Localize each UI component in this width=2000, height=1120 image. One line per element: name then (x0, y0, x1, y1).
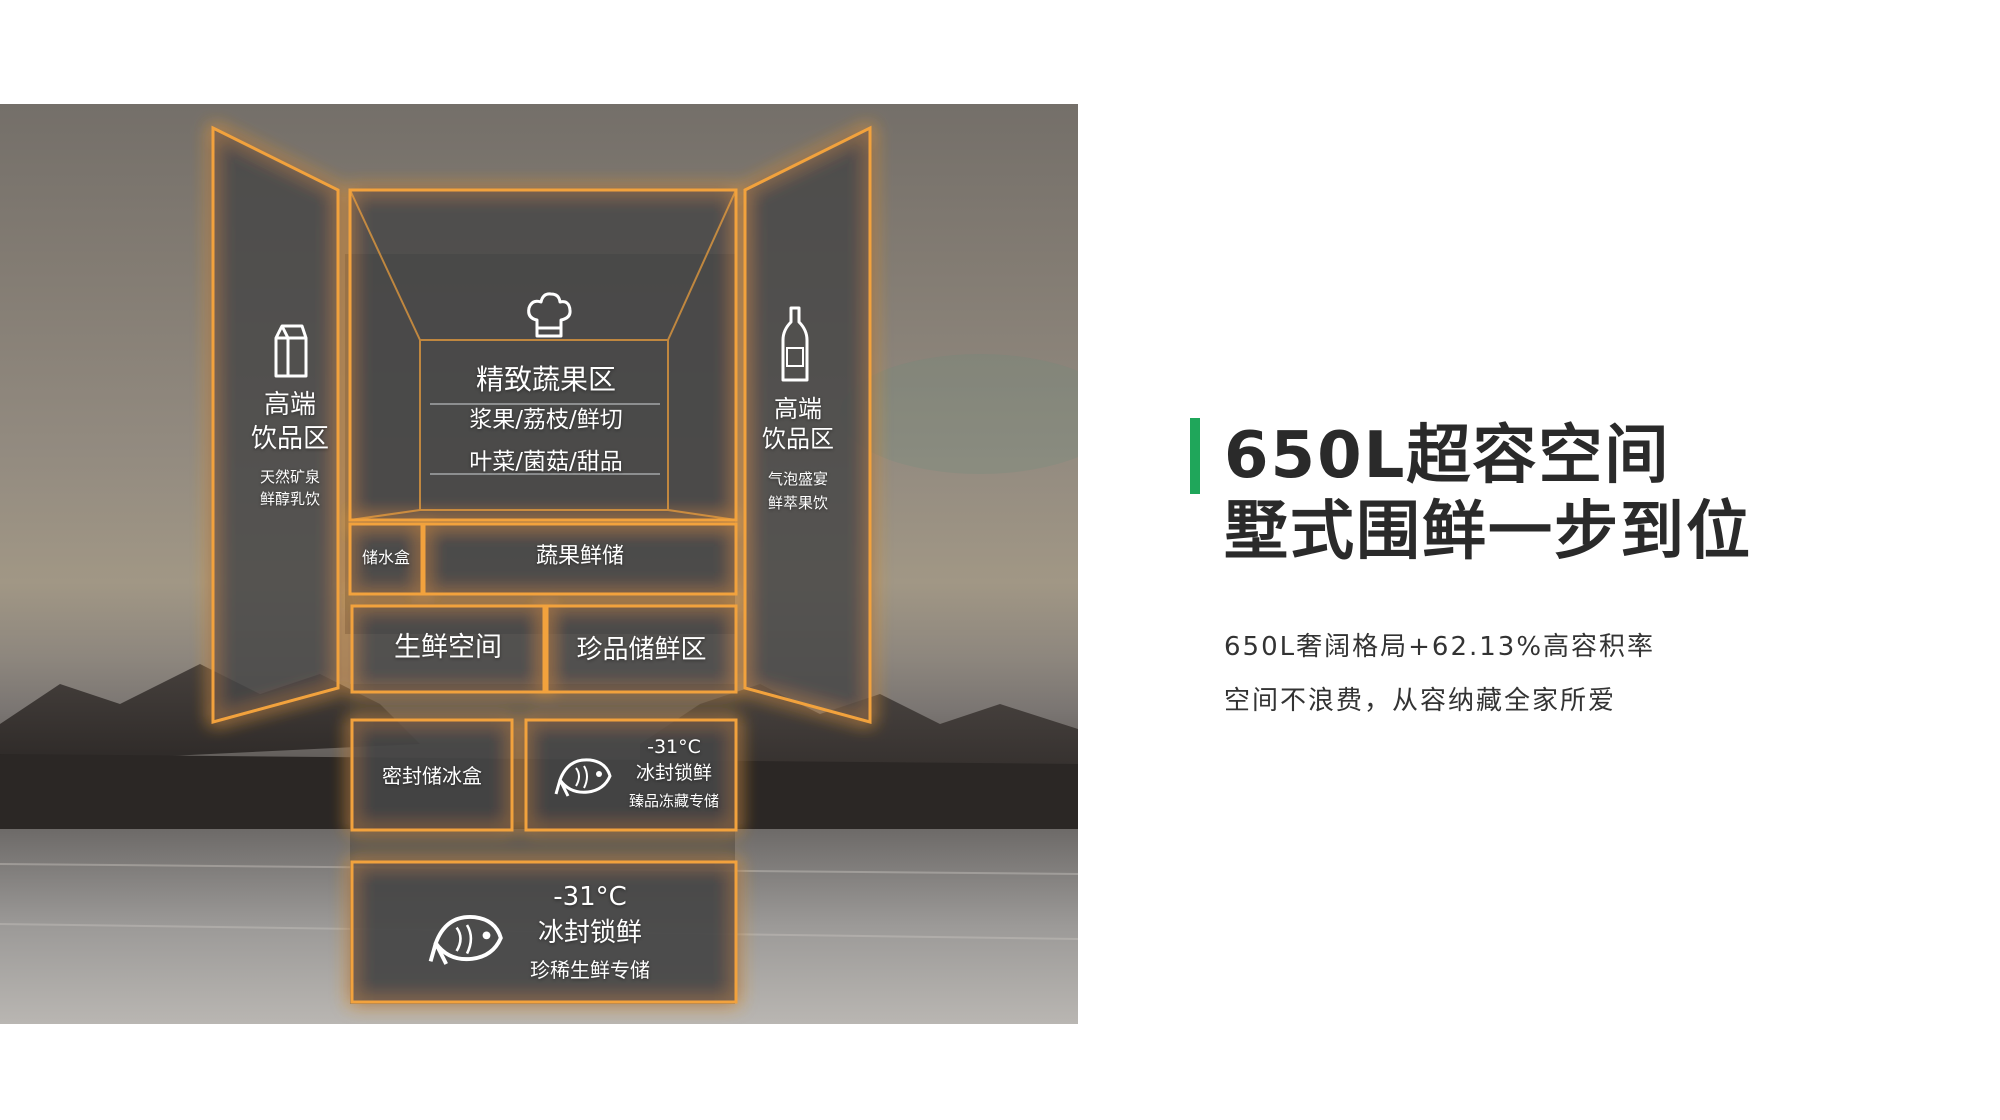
fresh-zone-line2: 浆果/荔枝/鲜切 (469, 407, 623, 433)
bottom-freezer-temp: -31°C (553, 882, 627, 912)
left-door-title-1: 高端 (263, 390, 316, 420)
right-door-sub-2: 鲜萃果饮 (767, 494, 828, 512)
left-door-sub-1: 天然矿泉 (259, 468, 320, 486)
right-door-title-1: 高端 (774, 395, 822, 423)
premium-zone-label: 珍品储鲜区 (576, 635, 707, 665)
headline-line-1: 650L超容空间 (1224, 419, 1671, 493)
fish-icon (428, 915, 503, 965)
fresh-zone-title: 精致蔬果区 (475, 363, 616, 396)
fresh-space-label: 生鲜空间 (394, 632, 502, 663)
veg-storage-label: 蔬果鲜储 (535, 544, 624, 569)
right-door-sub-1: 气泡盛宴 (767, 470, 828, 488)
accent-bar (1190, 418, 1200, 494)
description-line-2: 空间不浪费，从容纳藏全家所爱 (1224, 686, 1617, 716)
mid-freezer-title: 冰封锁鲜 (635, 762, 712, 784)
product-scene: 高端 饮品区 天然矿泉 鲜醇乳饮 高端 饮品区 气泡盛宴 鲜萃果饮 精致蔬果区 … (0, 104, 1078, 1024)
mid-freezer-temp: -31°C (647, 736, 701, 758)
milk-carton-icon (274, 324, 308, 378)
bottle-icon (781, 306, 809, 382)
fresh-zone-line3: 叶菜/菌菇/甜品 (469, 449, 623, 475)
left-door-title-2: 饮品区 (250, 424, 329, 454)
right-door-title-2: 饮品区 (762, 425, 834, 453)
bottom-freezer-title: 冰封锁鲜 (537, 918, 642, 948)
water-box-label: 储水盒 (361, 548, 410, 567)
bottom-freezer-sub: 珍稀生鲜专储 (530, 958, 650, 982)
left-door-sub-2: 鲜醇乳饮 (259, 490, 320, 508)
headline-line-2: 墅式围鲜一步到位 (1224, 495, 1752, 569)
mid-freezer-sub: 臻品冻藏专储 (628, 792, 719, 810)
chef-hat-icon (527, 292, 572, 338)
fish-icon (554, 758, 612, 797)
ice-box-label: 密封储冰盒 (382, 764, 482, 788)
description-line-1: 650L奢阔格局+62.13%高容积率 (1224, 632, 1656, 662)
scene-background (0, 125, 1078, 1024)
